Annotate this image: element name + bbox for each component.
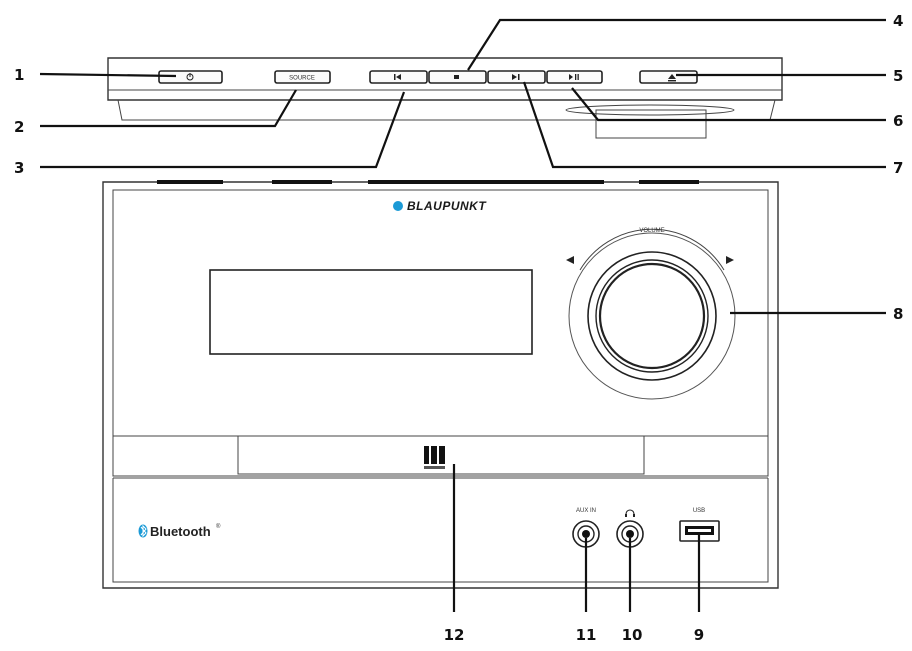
- next-button[interactable]: [487, 70, 546, 84]
- callout-6: 6: [893, 112, 903, 130]
- callout-11: 11: [576, 626, 597, 644]
- callout-2: 2: [14, 118, 24, 136]
- source-button[interactable]: SOURCE: [274, 70, 331, 84]
- stop-button[interactable]: [428, 70, 487, 84]
- callout-numbers: 1 2 3 4 5 6 7 8 9 10 11 12: [14, 12, 903, 644]
- callout-4: 4: [893, 12, 903, 30]
- volume-up-icon: [726, 256, 734, 264]
- callout-3: 3: [14, 159, 24, 177]
- power-button[interactable]: [158, 70, 223, 84]
- previous-button[interactable]: [369, 70, 428, 84]
- play-pause-icon: [569, 74, 579, 80]
- disc-logo: [424, 446, 445, 469]
- previous-icon: [394, 74, 401, 80]
- next-icon: [512, 74, 520, 80]
- volume-label: VOLUME: [639, 228, 664, 234]
- brand-name: BLAUPUNKT: [407, 199, 487, 213]
- top-panel: [107, 57, 783, 139]
- front-body: [102, 180, 779, 589]
- bluetooth-registered-mark: ®: [216, 523, 221, 530]
- stop-icon: [454, 75, 459, 79]
- bluetooth-logo: Bluetooth ®: [138, 523, 221, 539]
- source-button-label: SOURCE: [289, 76, 315, 82]
- callout-9: 9: [694, 626, 704, 644]
- callout-12: 12: [444, 626, 465, 644]
- leader-lines: [39, 18, 886, 612]
- cd-tray[interactable]: [237, 435, 645, 475]
- aux-in-label: AUX IN: [576, 508, 596, 514]
- usb-label: USB: [693, 508, 705, 514]
- display-screen: [209, 269, 533, 355]
- headphone-icon: [625, 509, 635, 517]
- callout-8: 8: [893, 305, 903, 323]
- volume-knob[interactable]: VOLUME: [566, 228, 736, 400]
- power-icon: [186, 73, 194, 81]
- eject-icon: [668, 74, 676, 82]
- callout-1: 1: [14, 66, 24, 84]
- callout-5: 5: [893, 67, 903, 85]
- callout-10: 10: [622, 626, 643, 644]
- brand-logo: BLAUPUNKT: [393, 199, 487, 213]
- bluetooth-label: Bluetooth: [150, 524, 211, 539]
- volume-down-icon: [566, 256, 574, 264]
- eject-button[interactable]: [639, 70, 698, 84]
- play-pause-button[interactable]: [546, 70, 603, 84]
- callout-7: 7: [893, 159, 903, 177]
